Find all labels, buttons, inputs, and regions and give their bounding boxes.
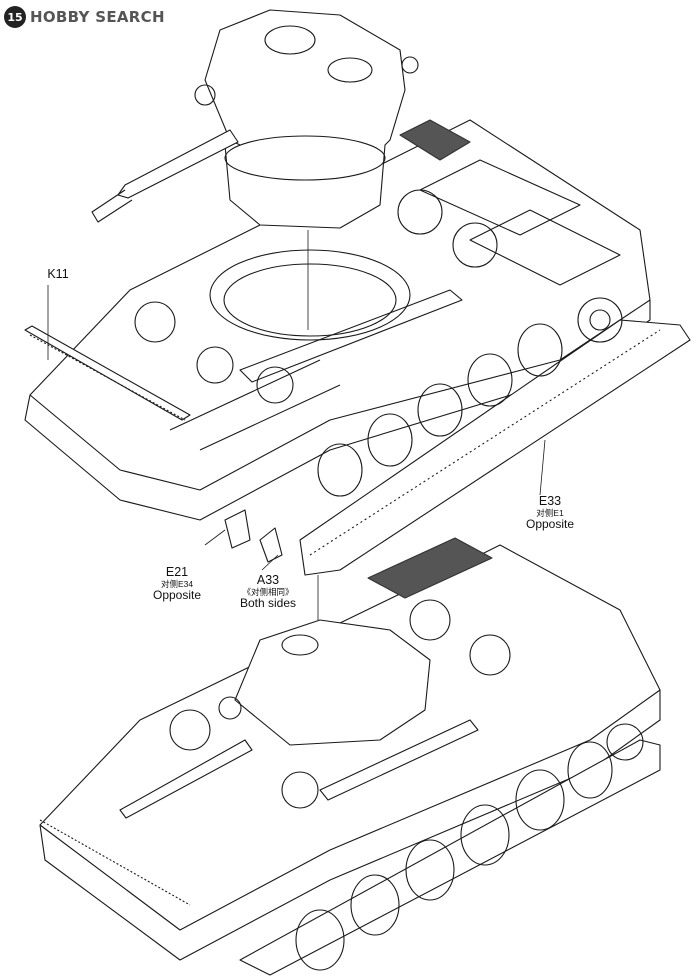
callout-e21: E21 对侧E34 Opposite [142, 566, 212, 602]
callout-a33: A33 《对侧相同》 Both sides [228, 574, 308, 610]
part-code-e33: E33 [538, 494, 562, 508]
part-note-cn-e33: 对侧E1 [536, 508, 564, 518]
part-note-en-e21: Opposite [152, 588, 202, 602]
watermark-text: HOBBY SEARCH [30, 8, 165, 26]
part-note-en-a33: Both sides [239, 596, 297, 610]
callout-e33: E33 对侧E1 Opposite [515, 495, 585, 531]
part-k11 [24, 285, 191, 421]
exploded-turret [91, 9, 419, 330]
exploded-hull [24, 119, 651, 521]
part-note-cn-e21: 对侧E34 [160, 579, 194, 589]
part-note-en-e33: Opposite [525, 517, 575, 531]
part-code-k11: K11 [47, 267, 69, 281]
step-number-badge: 15 [4, 6, 26, 28]
small-parts [204, 439, 546, 571]
part-code-a33: A33 [256, 573, 280, 587]
completed-vehicle [39, 537, 661, 976]
hobby-search-logo: 15 HOBBY SEARCH [4, 4, 165, 30]
part-code-e21: E21 [165, 565, 189, 579]
callout-k11: K11 [40, 268, 76, 281]
exploded-track-skirt [299, 297, 691, 576]
part-note-cn-a33: 《对侧相同》 [242, 587, 294, 597]
